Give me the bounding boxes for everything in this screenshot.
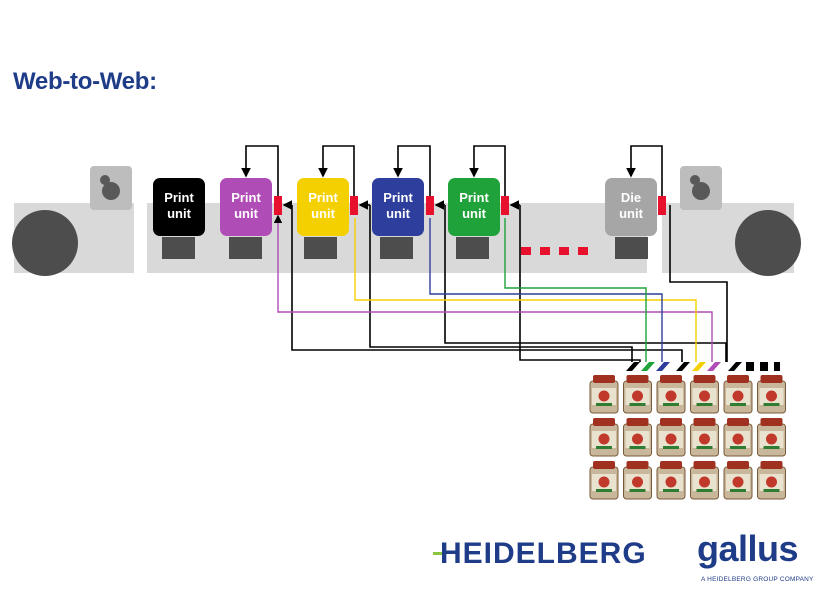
print-unit-blue: Print unit — [372, 178, 424, 236]
rewind-roll — [735, 210, 801, 276]
print-unit-yellow: Print unit — [297, 178, 349, 236]
unit-label-line2: unit — [311, 206, 335, 221]
product-jar — [757, 418, 786, 457]
unit-label-line1: Print — [459, 190, 489, 205]
heidelberg-logo-mark — [433, 552, 443, 555]
product-jar — [623, 418, 652, 457]
unit-base-5 — [456, 237, 489, 259]
product-jar — [623, 461, 652, 500]
product-jar — [589, 375, 619, 414]
unit-base-4 — [380, 237, 413, 259]
gallus-tagline: A HEIDELBERG GROUP COMPANY — [701, 576, 814, 583]
product-jar — [690, 375, 719, 414]
product-jar — [656, 375, 686, 414]
unit-base-1 — [162, 237, 195, 259]
product-jar — [723, 418, 753, 457]
print-unit-black: Print unit — [153, 178, 205, 236]
page-title: Web-to-Web: — [13, 68, 157, 95]
unit-label-line1: Print — [383, 190, 413, 205]
product-jar — [623, 375, 652, 414]
product-grid — [589, 375, 786, 500]
connector-strip — [626, 362, 780, 371]
unit-label-line1: Print — [308, 190, 338, 205]
unit-label-line1: Print — [231, 190, 261, 205]
product-jar — [589, 461, 619, 500]
unit-label-line2: unit — [462, 206, 486, 221]
print-unit-green: Print unit — [448, 178, 500, 236]
product-jar — [690, 461, 719, 500]
color-signal-lines — [273, 214, 713, 362]
unit-base-6 — [615, 237, 648, 259]
unit-label-line1: Die — [621, 190, 641, 205]
heidelberg-logo: HEIDELBERG — [440, 537, 647, 570]
gallus-logo: gallus — [697, 528, 799, 569]
sensor-input-arrows — [282, 200, 728, 362]
product-jar — [723, 375, 753, 414]
die-unit: Die unit — [605, 178, 657, 236]
product-jar — [757, 461, 786, 500]
product-jar — [656, 418, 686, 457]
feedback-loops — [241, 145, 663, 196]
product-jar — [757, 375, 786, 414]
product-jar — [690, 418, 719, 457]
unit-label-line2: unit — [619, 206, 643, 221]
unit-label-line2: unit — [234, 206, 258, 221]
unit-base-3 — [304, 237, 337, 259]
unit-label-line2: unit — [386, 206, 410, 221]
product-jar — [656, 461, 686, 500]
unit-label-line2: unit — [167, 206, 191, 221]
product-jar — [589, 418, 619, 457]
register-sensors — [274, 196, 666, 215]
product-jar — [723, 461, 753, 500]
unwind-roll — [12, 210, 78, 276]
print-unit-magenta: Print unit — [220, 178, 272, 236]
unit-base-2 — [229, 237, 262, 259]
unit-label-line1: Print — [164, 190, 194, 205]
continuation-dashes — [521, 247, 588, 255]
